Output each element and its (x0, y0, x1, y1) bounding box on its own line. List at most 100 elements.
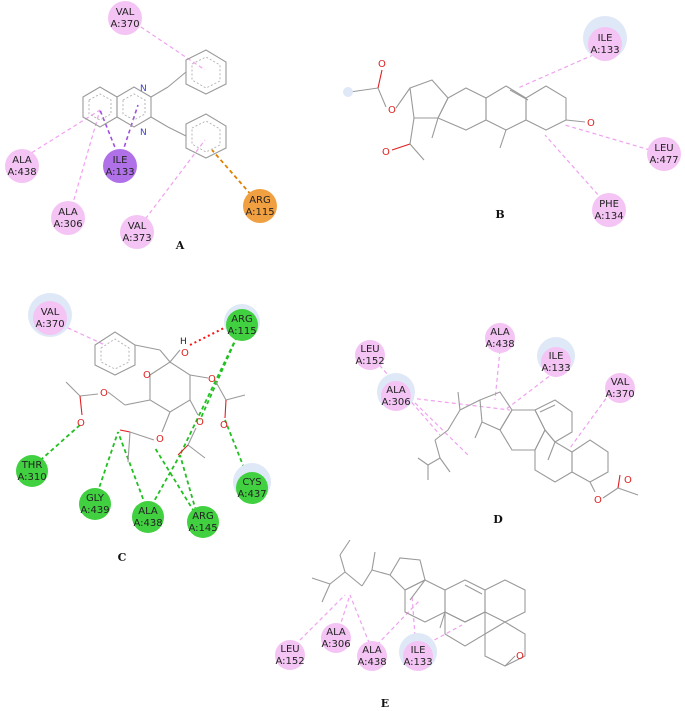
svg-text:ALA: ALA (12, 155, 32, 166)
svg-text:GLY: GLY (86, 493, 105, 504)
svg-text:ALA: ALA (362, 645, 382, 656)
residue-arg-145: ARG A:145 (187, 506, 219, 538)
svg-text:A:439: A:439 (80, 505, 109, 516)
atom-o: O (220, 420, 228, 431)
panel-a-interactions (19, 22, 261, 231)
panel-d: O O LEU A:152 ALA A:438 ILE A:133 ALA A:… (355, 323, 639, 526)
svg-text:A:306: A:306 (321, 639, 350, 650)
svg-text:A:373: A:373 (122, 233, 151, 244)
residue-val-373: VAL A:373 (120, 215, 154, 249)
residue-val-370: VAL A:370 (605, 373, 635, 403)
atom-o: O (196, 417, 204, 428)
panel-label-c: C (118, 551, 127, 564)
atom-o: O (208, 374, 216, 385)
svg-text:ILE: ILE (549, 351, 564, 362)
panel-b: O O O O ILE A:133 LEU A:47 (343, 16, 681, 227)
svg-text:THR: THR (21, 460, 43, 471)
svg-text:VAL: VAL (41, 307, 60, 318)
svg-text:ARG: ARG (249, 195, 271, 206)
atom-o: O (624, 475, 632, 486)
panel-label-e: E (381, 697, 389, 710)
svg-text:VAL: VAL (611, 377, 630, 388)
atom-h: H (180, 337, 187, 347)
residue-gly-439: GLY A:439 (79, 488, 111, 520)
svg-text:A:306: A:306 (381, 397, 410, 408)
svg-text:VAL: VAL (116, 7, 135, 18)
svg-text:A:306: A:306 (53, 219, 82, 230)
svg-text:A:437: A:437 (237, 489, 266, 500)
svg-text:A:310: A:310 (17, 472, 46, 483)
svg-text:LEU: LEU (280, 644, 299, 655)
residue-ile-133: ILE A:133 (103, 149, 137, 183)
svg-text:LEU: LEU (360, 344, 379, 355)
residue-leu-152: LEU A:152 (355, 340, 385, 370)
svg-text:ALA: ALA (58, 207, 78, 218)
svg-text:A:152: A:152 (355, 356, 384, 367)
residue-ala-438: ALA A:438 (132, 501, 164, 533)
residue-ala-306: ALA A:306 (321, 623, 351, 653)
panel-b-molecule: O O O O (343, 59, 595, 161)
svg-text:A:145: A:145 (188, 523, 217, 534)
svg-text:A:115: A:115 (245, 207, 274, 218)
atom-o: O (382, 147, 390, 158)
residue-leu-152: LEU A:152 (275, 640, 305, 670)
svg-text:ARG: ARG (192, 511, 214, 522)
atom-o: O (77, 418, 85, 429)
svg-text:ILE: ILE (411, 645, 426, 656)
panel-c-molecule: O O H O O O O O (65, 331, 246, 463)
svg-text:A:438: A:438 (357, 657, 386, 668)
residue-leu-477: LEU A:477 (647, 137, 681, 171)
residue-val-370: VAL A:370 (28, 293, 72, 337)
svg-text:A:133: A:133 (541, 363, 570, 374)
panel-d-molecule: O O (417, 391, 639, 506)
svg-text:A:370: A:370 (605, 389, 634, 400)
residue-ala-438: ALA A:438 (357, 641, 387, 671)
svg-text:CYS: CYS (242, 477, 261, 488)
svg-text:A:370: A:370 (110, 19, 139, 30)
residue-phe-134: PHE A:134 (592, 193, 626, 227)
atom-o: O (156, 434, 164, 445)
residue-ile-133: ILE A:133 (399, 633, 437, 671)
panel-label-a: A (175, 239, 185, 252)
svg-text:VAL: VAL (128, 221, 147, 232)
panel-label-d: D (493, 513, 503, 526)
panel-e: O LEU A:152 ALA A:306 ALA A:438 ILE A:13… (275, 539, 526, 710)
panel-a-molecule: N N (82, 49, 227, 159)
svg-text:A:152: A:152 (275, 656, 304, 667)
residue-ile-133: ILE A:133 (583, 16, 627, 61)
svg-text:ILE: ILE (113, 155, 128, 166)
svg-text:A:438: A:438 (133, 518, 162, 529)
svg-text:A:477: A:477 (649, 155, 678, 166)
svg-text:A:133: A:133 (105, 167, 134, 178)
residue-ala-306: ALA A:306 (51, 201, 85, 235)
svg-text:ALA: ALA (490, 327, 510, 338)
residue-cys-437: CYS A:437 (233, 463, 271, 504)
svg-text:PHE: PHE (599, 199, 619, 210)
residue-ala-306: ALA A:306 (377, 373, 415, 411)
residue-arg-115: ARG A:115 (243, 189, 277, 223)
atom-o: O (143, 370, 151, 381)
atom-o: O (378, 59, 386, 70)
residue-ala-438: ALA A:438 (485, 323, 515, 353)
svg-text:A:370: A:370 (35, 319, 64, 330)
svg-text:LEU: LEU (654, 143, 673, 154)
panel-b-interactions (517, 51, 651, 206)
svg-text:A:133: A:133 (403, 657, 432, 668)
panel-label-b: B (495, 208, 504, 221)
atom-n: N (140, 128, 147, 138)
residue-arg-115: ARG A:115 (224, 304, 260, 341)
atom-n: N (140, 84, 147, 94)
panel-e-molecule: O (311, 539, 526, 667)
atom-o: O (594, 495, 602, 506)
residue-ile-133: ILE A:133 (537, 337, 575, 377)
residue-ala-438: ALA A:438 (5, 149, 39, 183)
atom-o: O (516, 651, 524, 662)
svg-text:ALA: ALA (326, 627, 346, 638)
svg-text:A:134: A:134 (594, 211, 623, 222)
atom-o: O (100, 388, 108, 399)
atom-o: O (587, 118, 595, 129)
svg-text:A:438: A:438 (485, 339, 514, 350)
atom-o: O (388, 105, 396, 116)
atom-o: O (181, 348, 189, 359)
